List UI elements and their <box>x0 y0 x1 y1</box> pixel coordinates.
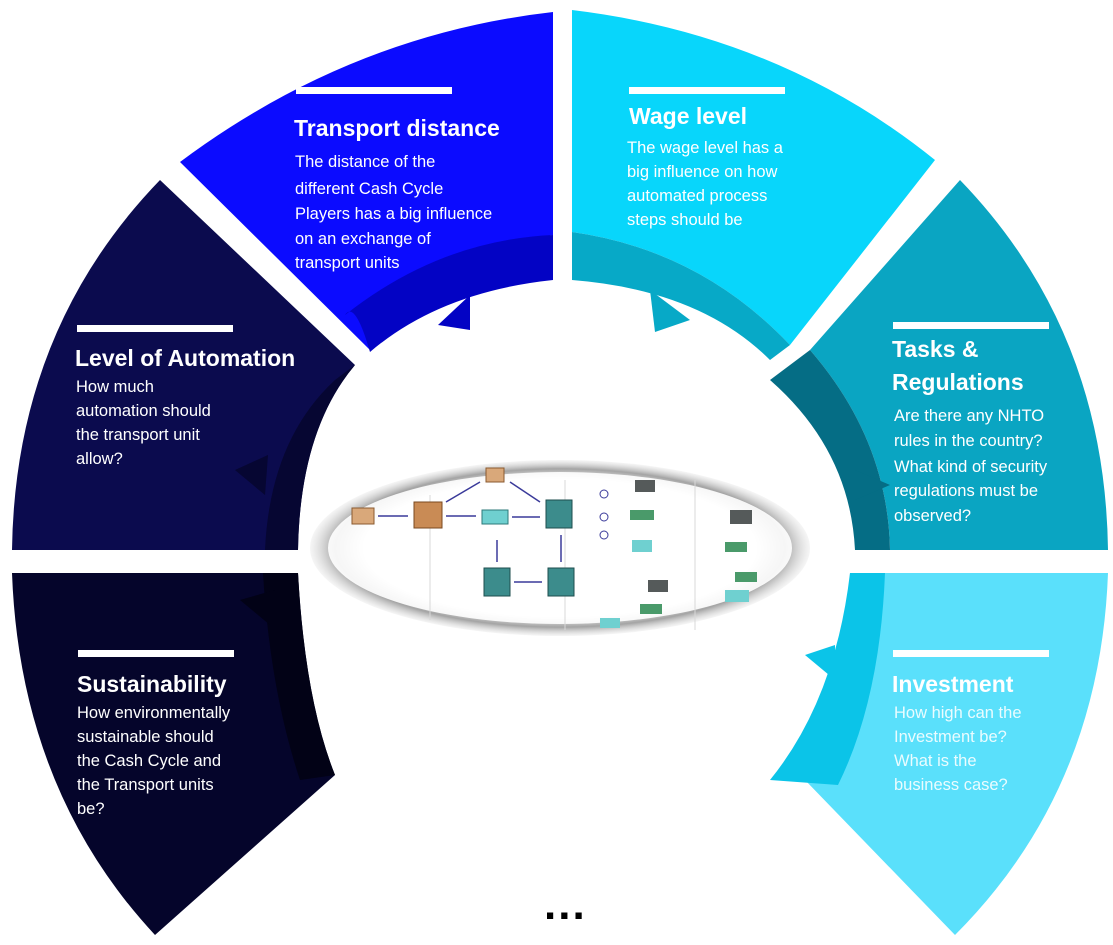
segment-sustainability-inner-band <box>263 573 335 780</box>
parcel-icon <box>485 467 505 483</box>
segment-investment-inner-band <box>770 573 885 785</box>
segment-tasks-regulations-inner-band <box>770 350 890 550</box>
container-stack-icon <box>483 567 511 597</box>
segment-tasks-regulations-bar <box>893 322 1049 329</box>
segment-level-of-automation-shape <box>12 180 355 550</box>
segment-investment: Investment How high can the Investment b… <box>770 573 1108 935</box>
center-oval <box>328 472 792 624</box>
pallet-icon <box>413 501 443 529</box>
segment-level-of-automation: Level of Automation How much automation … <box>12 180 355 550</box>
segment-level-of-automation-description: How much automation should the transport… <box>76 378 215 468</box>
tray-icon <box>481 509 509 525</box>
segment-transport-distance: Transport distance The distance of the d… <box>180 12 553 352</box>
segment-sustainability-shape <box>12 573 335 935</box>
container-stack-icon <box>547 567 575 597</box>
segment-investment-shape <box>805 573 1108 935</box>
container-stack-icon <box>545 499 573 529</box>
segment-wage-level-pointer <box>650 290 690 332</box>
segment-wage-level-description: The wage level has a big influence on ho… <box>627 139 788 229</box>
segment-tasks-regulations-pointer <box>855 470 890 500</box>
more-indicator: ... <box>544 880 587 929</box>
segment-wage-level-inner-band <box>572 232 790 360</box>
segment-sustainability-description: How environmentally sustainable should t… <box>77 704 235 818</box>
segment-transport-distance-bar <box>296 87 452 94</box>
flow-arrows <box>378 481 562 583</box>
segment-investment-pointer <box>805 645 835 680</box>
segment-tasks-regulations-description: Are there any NHTO rules in the country?… <box>894 407 1052 525</box>
segment-sustainability: Sustainability How environmentally susta… <box>12 573 335 935</box>
segment-tasks-regulations-title: Tasks & Regulations <box>892 336 1024 395</box>
segment-transport-distance-description: The distance of the different Cash Cycle… <box>295 153 497 272</box>
segment-sustainability-bar <box>78 650 234 657</box>
segment-sustainability-title: Sustainability <box>77 671 227 697</box>
segment-investment-bar <box>893 650 1049 657</box>
segment-level-of-automation-title: Level of Automation <box>75 345 295 371</box>
segment-level-of-automation-inner-band <box>265 365 355 550</box>
segment-tasks-regulations-shape <box>810 180 1108 550</box>
output-items <box>599 480 757 628</box>
segment-investment-description: How high can the Investment be? What is … <box>894 704 1026 794</box>
segment-wage-level-title: Wage level <box>629 103 747 129</box>
segment-wage-level-bar <box>629 87 785 94</box>
segment-level-of-automation-bar <box>77 325 233 332</box>
segment-sustainability-pointer <box>240 590 275 625</box>
segment-transport-distance-inner-band <box>345 235 553 352</box>
segment-level-of-automation-pointer <box>235 455 268 495</box>
center-process-illustration <box>310 460 810 636</box>
segment-transport-distance-pointer <box>438 295 470 330</box>
segment-wage-level: Wage level The wage level has a big infl… <box>572 10 935 360</box>
parcel-icon <box>351 507 375 525</box>
segment-investment-title: Investment <box>892 671 1014 697</box>
segment-tasks-regulations: Tasks & Regulations Are there any NHTO r… <box>770 180 1108 550</box>
segment-transport-distance-title: Transport distance <box>294 115 500 141</box>
